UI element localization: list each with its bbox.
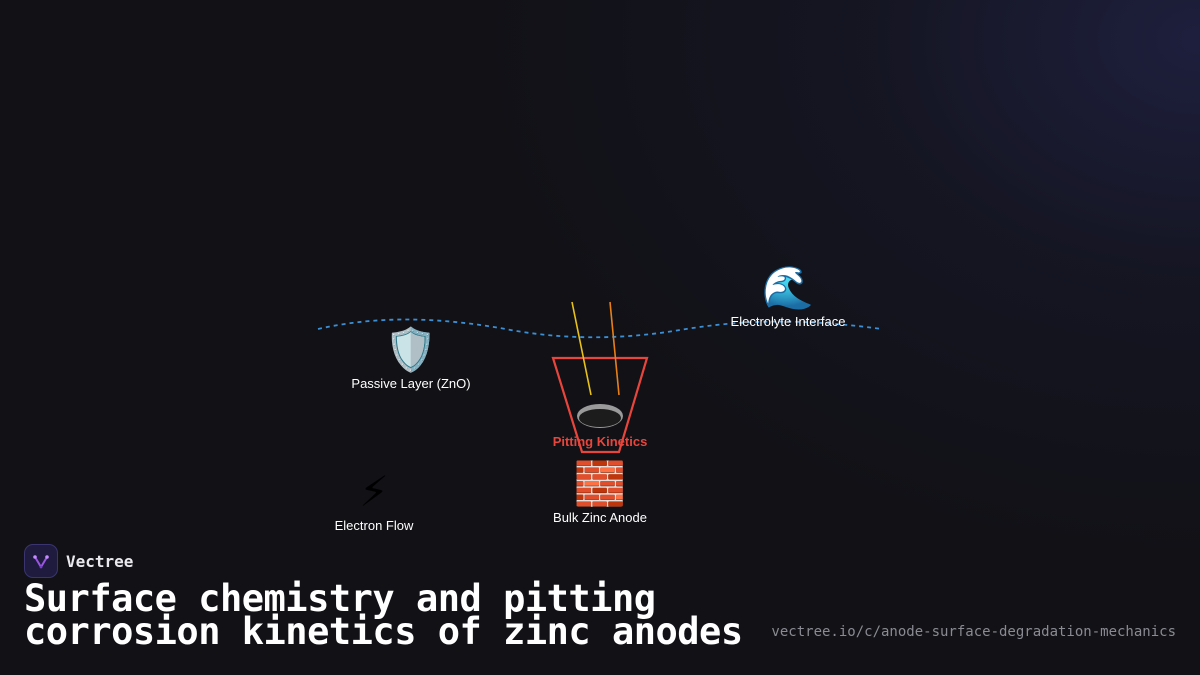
shield-icon: 🛡️ [384,325,438,374]
pit-icon [577,404,623,428]
page-title: Surface chemistry and pitting corrosion … [24,577,743,653]
node-bulk-zinc-anode: 🧱 Bulk Zinc Anode [553,459,647,526]
lightning-icon: ⚡ [359,467,389,516]
passive-layer-label: Passive Layer (ZnO) [351,376,471,391]
water-wave-icon: 🌊 [761,263,815,312]
brand-name: Vectree [66,551,134,571]
node-electrolyte-interface: 🌊 Electrolyte Interface [730,263,846,330]
ion-ray-orange [609,301,620,396]
brick-icon: 🧱 [573,459,627,508]
electrolyte-interface-label: Electrolyte Interface [730,314,846,329]
pitting-kinetics-label: Pitting Kinetics [552,434,648,449]
node-passive-layer: 🛡️ Passive Layer (ZnO) [351,325,471,392]
vectree-logo-icon [24,544,58,578]
brand: Vectree [24,544,133,578]
electron-flow-label: Electron Flow [334,518,414,533]
interface-line [317,318,883,339]
ion-ray-yellow [571,301,592,396]
source-url[interactable]: vectree.io/c/anode-surface-degradation-m… [771,624,1176,640]
bulk-zinc-anode-label: Bulk Zinc Anode [553,510,647,525]
node-electron-flow: ⚡ Electron Flow [334,467,414,534]
